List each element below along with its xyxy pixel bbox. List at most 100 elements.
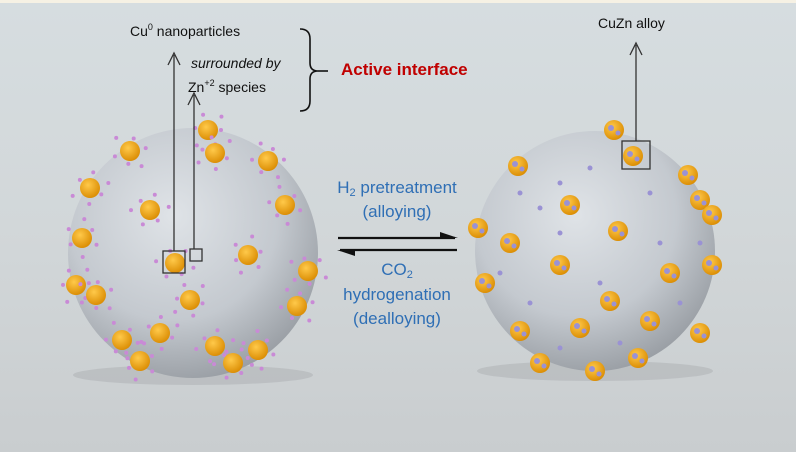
zn-species-dot xyxy=(323,275,328,280)
zn-in-alloy-dot xyxy=(541,363,547,369)
zn-species-dot xyxy=(94,242,99,247)
zn-species-dot xyxy=(307,318,312,323)
zn-in-alloy-dot xyxy=(634,156,640,162)
zn-in-alloy-dot xyxy=(571,205,577,211)
zn-species-dot xyxy=(249,362,254,367)
zn-in-alloy-dot xyxy=(701,333,707,339)
zn-species-dot xyxy=(87,201,92,206)
zn-species-dot xyxy=(255,329,260,334)
zn-species-dot xyxy=(647,190,653,196)
zn-species-dot xyxy=(275,213,280,218)
zn-in-alloy-dot xyxy=(706,260,712,266)
zn-species-dot xyxy=(289,315,294,320)
zn-species-dot xyxy=(202,336,207,341)
zn-species-dot xyxy=(158,315,163,320)
zn-species-dot xyxy=(166,204,171,209)
cuzn-alloy-particle xyxy=(628,348,648,368)
zn-species-dot xyxy=(517,190,523,196)
zn-species-dot xyxy=(597,280,603,286)
zn-in-alloy-dot xyxy=(701,200,707,206)
zn-species-dot xyxy=(224,349,229,354)
h-text: H xyxy=(337,178,350,197)
zn-species-dot xyxy=(677,300,683,306)
zn-in-alloy-dot xyxy=(619,231,625,237)
zn-species-dot xyxy=(125,356,130,361)
cu-nanoparticle xyxy=(287,296,307,316)
cu-nanoparticle xyxy=(80,178,100,198)
zn-species-dot xyxy=(82,217,87,222)
zn-species-dot xyxy=(150,369,155,374)
zn-species-label: Zn+2 species xyxy=(188,79,266,96)
cu-superscript: 0 xyxy=(147,22,153,32)
co-text: CO xyxy=(381,260,407,279)
h2-pretreatment-label: H2 pretreatment xyxy=(297,178,497,199)
zn-species-dot xyxy=(231,338,236,343)
zn-species-dot xyxy=(264,338,269,343)
zn-in-alloy-dot xyxy=(512,161,518,167)
zn-species-dot xyxy=(279,305,284,310)
zn-species-dot xyxy=(587,165,593,171)
cuzn-alloy-label: CuZn alloy xyxy=(598,15,665,31)
cu-nanoparticle xyxy=(238,245,258,265)
cuzn-alloy-particle xyxy=(500,233,520,253)
cuzn-alloy-particle xyxy=(508,156,528,176)
cuzn-alloy-particle xyxy=(660,263,680,283)
zn-species-dot xyxy=(104,337,109,342)
nanoparticles-text: nanoparticles xyxy=(152,23,241,39)
zn-species-dot xyxy=(697,240,703,246)
cu-nanoparticle xyxy=(140,200,160,220)
zn-in-alloy-dot xyxy=(514,326,520,332)
cu-nanoparticle xyxy=(72,228,92,248)
cuzn-alloy-particle xyxy=(690,323,710,343)
zn-species-dot xyxy=(196,160,201,165)
zn-species-dot xyxy=(219,114,224,119)
cuzn-alloy-particle xyxy=(608,221,628,241)
zn-species-dot xyxy=(191,313,196,318)
cu-nanoparticle xyxy=(298,261,318,281)
cuzn-alloy-particle xyxy=(604,120,624,140)
zn-species-dot xyxy=(126,365,131,370)
zn-species-dot xyxy=(200,147,205,152)
cu-nanoparticle xyxy=(180,290,200,310)
zn-in-alloy-dot xyxy=(608,125,614,131)
zn-in-alloy-dot xyxy=(615,130,621,136)
zn-in-alloy-dot xyxy=(511,243,517,249)
zn-species-dot xyxy=(127,327,132,332)
zn-species-dot xyxy=(90,227,95,232)
zn-species-dot xyxy=(497,270,503,276)
zn-species-dot xyxy=(112,154,117,159)
diagram-canvas: Cu0 nanoparticles surrounded by Zn+2 spe… xyxy=(0,3,796,452)
zn-species-dot xyxy=(140,222,145,227)
zn-species-dot xyxy=(200,301,205,306)
zn-species-dot xyxy=(557,180,563,186)
zn-arrow-head xyxy=(187,91,201,106)
zn-species-dot xyxy=(173,309,178,314)
alloying-label: (alloying) xyxy=(362,202,432,221)
zn-species-dot xyxy=(537,205,543,211)
zn-species-dot xyxy=(78,282,83,287)
zn-species-dot xyxy=(66,268,71,273)
zn-species-dot xyxy=(258,141,263,146)
cuzn-alloy-particle xyxy=(560,195,580,215)
zn-species-dot xyxy=(65,299,70,304)
zn-species-dot xyxy=(307,281,312,286)
zn-species-dot xyxy=(212,362,217,367)
zn-in-alloy-dot xyxy=(479,228,485,234)
cu-nanoparticle xyxy=(248,340,268,360)
cu-nanoparticle xyxy=(198,120,218,140)
zn-species-dot xyxy=(317,258,322,263)
zn-text: Zn xyxy=(188,79,205,95)
cuzn-alloy-particle xyxy=(510,321,530,341)
cu-nanoparticle xyxy=(258,151,278,171)
interface-bracket xyxy=(299,28,319,112)
zn-species-dot xyxy=(164,274,169,279)
zn-species-dot xyxy=(527,300,533,306)
zn-in-alloy-dot xyxy=(664,268,670,274)
zn-in-alloy-dot xyxy=(694,328,700,334)
zn-species-dot xyxy=(285,221,290,226)
cu-nanoparticle xyxy=(275,195,295,215)
zn-species-dot xyxy=(133,377,138,382)
zn-species-dot xyxy=(258,249,263,254)
zn-species-dot xyxy=(61,282,66,287)
zn-species-dot xyxy=(152,192,157,197)
